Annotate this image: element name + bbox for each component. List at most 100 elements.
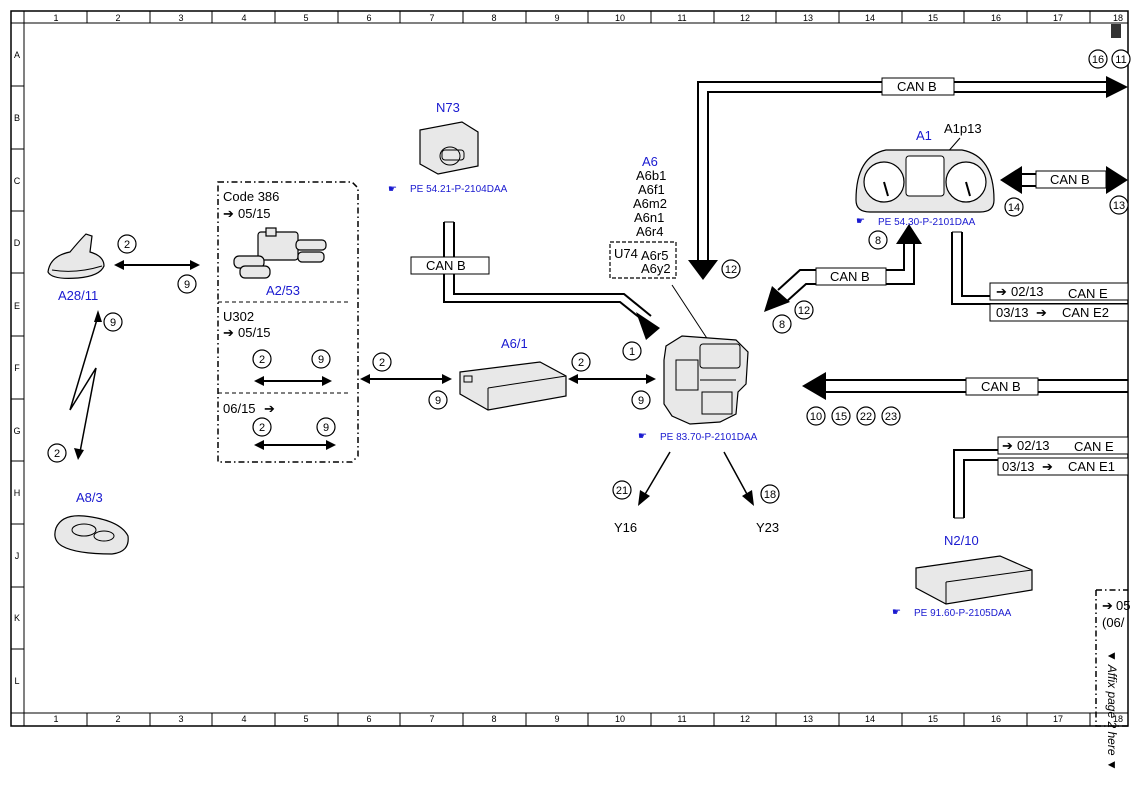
- a6-1-control-unit-icon[interactable]: [459, 361, 567, 411]
- callout-9-text: 9: [323, 422, 329, 434]
- callout-15-text: 15: [835, 411, 847, 423]
- col-label: 8: [491, 714, 496, 724]
- can-b-label: CAN B: [897, 79, 937, 94]
- col-label: 17: [1053, 13, 1063, 23]
- u302-from: 05/15: [238, 325, 271, 340]
- arrow-to-y16: [638, 451, 671, 506]
- col-label: 1: [53, 13, 58, 23]
- row-label: G: [13, 426, 20, 436]
- col-label: 16: [991, 13, 1001, 23]
- row-labels: A B C D E F G H J K L: [13, 50, 20, 686]
- col-label: 12: [740, 13, 750, 23]
- u74-label: U74: [614, 246, 638, 261]
- a2-53-connector-icon[interactable]: [233, 227, 327, 279]
- a8-3-key-fob-icon[interactable]: [54, 515, 129, 555]
- col-label: 9: [554, 13, 559, 23]
- col-label: 13: [803, 714, 813, 724]
- arrow-to-y23: [723, 451, 754, 506]
- a6-ref[interactable]: PE 83.70-P-2101DAA: [660, 432, 758, 443]
- n73-ignition-lock-icon[interactable]: [419, 121, 479, 175]
- callout-2: [117, 234, 137, 254]
- row-label: D: [14, 238, 21, 248]
- can-b-bus-line: [802, 372, 1128, 400]
- callout-2: [372, 352, 392, 372]
- can-b-label: CAN B: [1050, 172, 1090, 187]
- row-label: H: [14, 488, 21, 498]
- partial-option-box: [1095, 589, 1128, 727]
- callout-9-text: 9: [318, 354, 324, 366]
- column-ticks: [86, 11, 1091, 726]
- hand-ref-icon: ☛: [638, 431, 647, 442]
- u302-label: U302: [223, 309, 254, 324]
- callout-2: [47, 443, 67, 463]
- can-b-tag: [410, 256, 490, 275]
- callout-9: [311, 349, 331, 369]
- col-label: 2: [115, 714, 120, 724]
- a6-sub-label: A6f1: [638, 182, 665, 197]
- column-labels-top: 1 2 3 4 5 6 7 8 9 10 11 12 13 14 15 16 1…: [53, 13, 1123, 23]
- n73-ref[interactable]: PE 54.21-P-2104DAA: [410, 184, 508, 195]
- u74-sub-label: A6y2: [641, 261, 671, 276]
- date-until-label: 03/13: [1002, 459, 1035, 474]
- callout-15: [831, 406, 851, 426]
- row-label: B: [14, 113, 20, 123]
- a2-53-label: A2/53: [266, 283, 300, 298]
- y16-label: Y16: [614, 520, 637, 535]
- a6-sub-label: A6b1: [636, 168, 666, 183]
- a6-sub-label: A6r4: [636, 224, 663, 239]
- hand-ref-icon: ☛: [892, 607, 901, 618]
- col-label: 5: [303, 714, 308, 724]
- can-b-tag: [881, 77, 955, 96]
- a1-ref[interactable]: PE 54.30-P-2101DAA: [878, 217, 976, 228]
- bidirectional-arrow: [254, 376, 332, 386]
- col-label: 10: [615, 714, 625, 724]
- arrow-from-icon: ➔: [996, 284, 1007, 299]
- can-e-tag: [989, 282, 1129, 301]
- callout-9: [177, 274, 197, 294]
- callout-16-text: 16: [1092, 54, 1104, 66]
- col-label: 16: [991, 714, 1001, 724]
- leader-line: [671, 284, 713, 347]
- can-b-bus-line: [443, 221, 660, 340]
- col-label: 8: [491, 13, 496, 23]
- callout-10: [806, 406, 826, 426]
- callout-9: [316, 417, 336, 437]
- callout-2-text: 2: [259, 422, 265, 434]
- can-e1-tag: [997, 457, 1129, 476]
- callout-10-text: 10: [810, 411, 822, 423]
- callout-2-text: 2: [259, 354, 265, 366]
- col-label: 12: [740, 714, 750, 724]
- callout-9-text: 9: [184, 279, 190, 291]
- callout-9: [428, 390, 448, 410]
- callout-1: [622, 341, 642, 361]
- a6-1-label: A6/1: [501, 336, 528, 351]
- callout-9-text: 9: [638, 395, 644, 407]
- col-label: 3: [178, 13, 183, 23]
- callout-22-text: 22: [860, 411, 872, 423]
- n2-10-control-unit-icon[interactable]: [915, 555, 1033, 605]
- a6-heater-unit-icon[interactable]: [663, 335, 749, 425]
- a1p13-label: A1p13: [944, 121, 982, 136]
- can-b-tag: [965, 377, 1039, 396]
- callout-14: [1004, 197, 1024, 217]
- date-from-label: 02/13: [1011, 284, 1044, 299]
- callout-2: [571, 352, 591, 372]
- n2-10-ref[interactable]: PE 91.60-P-2105DAA: [914, 608, 1012, 619]
- callout-16: [1088, 49, 1108, 69]
- row-label: C: [14, 176, 21, 186]
- col-label: 3: [178, 714, 183, 724]
- arrow-until-icon: ➔: [1036, 305, 1047, 320]
- can-b-label: CAN B: [426, 258, 466, 273]
- callout-9: [631, 390, 651, 410]
- callout-2: [252, 417, 272, 437]
- callout-2-text: 2: [124, 239, 130, 251]
- a1-instrument-cluster-icon[interactable]: [855, 149, 995, 213]
- u74-box: [609, 241, 677, 279]
- arrow-until-icon: ➔: [264, 401, 275, 416]
- row-label: E: [14, 301, 20, 311]
- a6-sub-label: A6n1: [634, 210, 664, 225]
- a28-11-antenna-icon[interactable]: [47, 233, 105, 279]
- code-386-from: 05/15: [238, 206, 271, 221]
- date-until-label: 03/13: [996, 305, 1029, 320]
- hand-ref-icon: ☛: [388, 184, 397, 195]
